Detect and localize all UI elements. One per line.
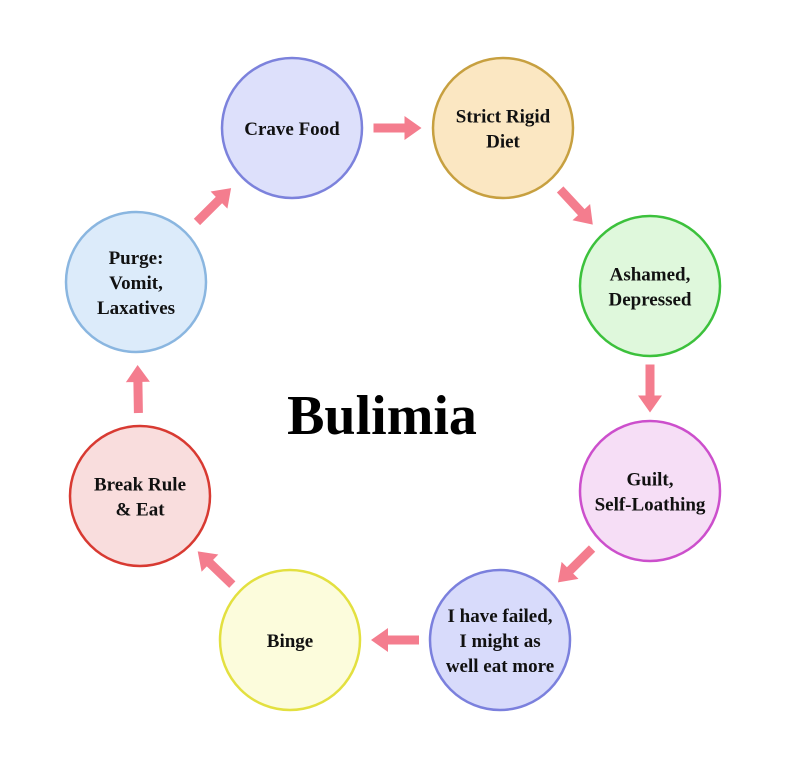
node-label-line: well eat more [446, 656, 554, 677]
node-circle [578, 214, 722, 358]
cycle-arrow-6 [197, 551, 236, 588]
cycle-arrow-8 [193, 188, 232, 226]
node-label-line: Laxatives [97, 298, 175, 319]
node-label-line: Vomit, [109, 273, 163, 294]
node-i-have-failed: I have failed, I might as well eat more [428, 568, 572, 712]
node-label-line: Purge: [109, 248, 164, 269]
node-purge: Purge: Vomit, Laxatives [64, 210, 208, 354]
cycle-arrows [125, 116, 662, 652]
node-label-line: Diet [486, 132, 520, 153]
cycle-arrow-4 [558, 545, 596, 583]
node-binge: Binge [218, 568, 362, 712]
node-circle [431, 56, 575, 200]
node-label-line: Crave Food [244, 119, 340, 140]
cycle-arrow-2 [556, 186, 593, 225]
cycle-arrow-3 [638, 364, 662, 413]
node-ashamed-depressed: Ashamed, Depressed [578, 214, 722, 358]
node-guilt-self-loathing: Guilt, Self-Loathing [578, 419, 722, 563]
node-break-rule-eat: Break Rule & Eat [68, 424, 212, 568]
node-label-line: Break Rule [94, 475, 186, 496]
node-circle [218, 568, 362, 712]
node-label-line: Guilt, [627, 470, 674, 491]
node-circle [578, 419, 722, 563]
cycle-arrow-7 [125, 365, 150, 414]
cycle-arrow-5 [371, 628, 419, 652]
node-circle [428, 568, 572, 712]
node-label-line: Depressed [608, 290, 691, 311]
node-label-line: Strict Rigid [456, 107, 551, 128]
node-label-line: I have failed, [447, 606, 552, 627]
cycle-arrow-1 [373, 116, 422, 140]
node-label-line: Ashamed, [610, 265, 691, 286]
node-label-line: Binge [267, 631, 313, 652]
node-crave-food: Crave Food [220, 56, 364, 200]
node-label-line: Self-Loathing [595, 495, 706, 516]
node-circle [64, 210, 208, 354]
node-circle [220, 56, 364, 200]
node-label-line: I might as [459, 631, 540, 652]
node-circle [68, 424, 212, 568]
node-label-line: & Eat [115, 500, 165, 521]
diagram-title: Bulimia [287, 385, 477, 447]
